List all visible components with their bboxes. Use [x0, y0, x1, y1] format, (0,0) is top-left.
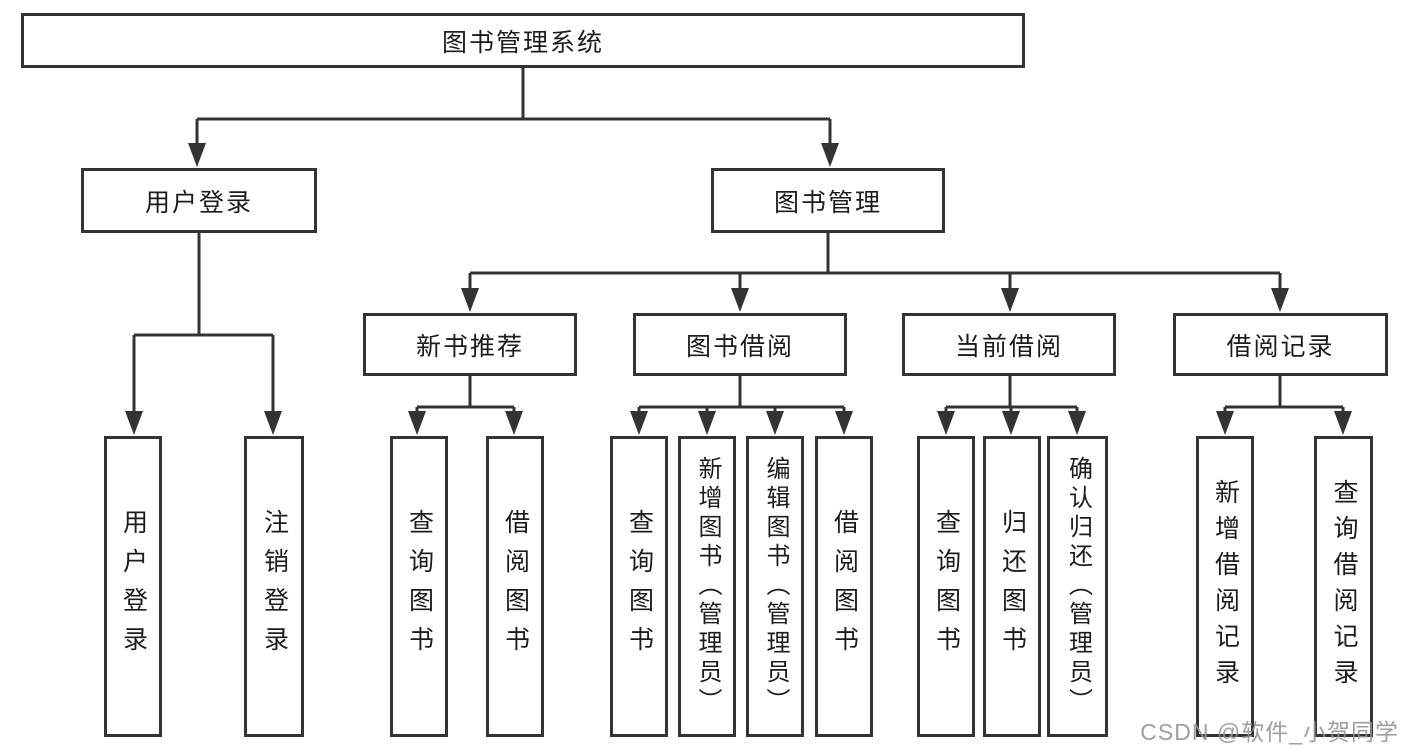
- leaf-label: 借阅图书: [501, 508, 530, 665]
- leaf-label: 编辑图书（管理员）: [762, 456, 789, 717]
- leaf-label: 新增借阅记录: [1211, 478, 1240, 695]
- node-library-management-system: 图书管理系统: [21, 13, 1025, 68]
- leaf-query-books-borrowing: 查询图书: [610, 436, 668, 737]
- leaf-query-borrow-record: 查询借阅记录: [1314, 436, 1373, 737]
- node-book-borrowing: 图书借阅: [633, 313, 847, 376]
- leaf-confirm-return-admin: 确认归还（管理员）: [1047, 436, 1108, 737]
- leaf-query-books-recommend: 查询图书: [390, 436, 448, 737]
- node-borrowing-records: 借阅记录: [1173, 313, 1388, 376]
- leaf-query-books-current: 查询图书: [917, 436, 975, 737]
- leaf-edit-books-admin: 编辑图书（管理员）: [746, 436, 804, 737]
- leaf-add-borrow-record: 新增借阅记录: [1196, 436, 1254, 737]
- leaf-borrow-books-borrowing: 借阅图书: [815, 436, 873, 737]
- leaf-label: 归还图书: [998, 508, 1027, 665]
- node-label: 借阅记录: [1226, 332, 1335, 361]
- leaf-label: 查询图书: [405, 508, 434, 665]
- leaf-label: 用户登录: [119, 508, 148, 665]
- leaf-label: 查询图书: [625, 508, 654, 665]
- node-label: 新书推荐: [415, 332, 524, 361]
- leaf-borrow-books-recommend: 借阅图书: [486, 436, 544, 737]
- node-label: 图书管理: [773, 188, 882, 217]
- leaf-label: 借阅图书: [830, 508, 859, 665]
- leaf-logout-login: 注销登录: [244, 436, 304, 737]
- leaf-label: 查询借阅记录: [1330, 478, 1358, 695]
- csdn-watermark: CSDN @软件_小贺同学: [1140, 719, 1399, 745]
- node-label: 图书管理系统: [441, 28, 604, 57]
- node-label: 当前借阅: [954, 332, 1063, 361]
- node-new-book-recommend: 新书推荐: [363, 313, 577, 376]
- leaf-label: 查询图书: [932, 508, 961, 665]
- leaf-user-login: 用户登录: [104, 436, 162, 737]
- leaf-label: 确认归还（管理员）: [1064, 456, 1092, 717]
- node-label: 用户登录: [144, 188, 253, 217]
- leaf-label: 新增图书（管理员）: [694, 456, 721, 717]
- node-user-login: 用户登录: [81, 168, 317, 233]
- leaf-return-books: 归还图书: [983, 436, 1041, 737]
- node-book-management: 图书管理: [711, 168, 945, 233]
- node-label: 图书借阅: [685, 332, 794, 361]
- node-current-borrowing: 当前借阅: [902, 313, 1116, 376]
- leaf-label: 注销登录: [260, 508, 289, 665]
- leaf-add-books-admin: 新增图书（管理员）: [678, 436, 736, 737]
